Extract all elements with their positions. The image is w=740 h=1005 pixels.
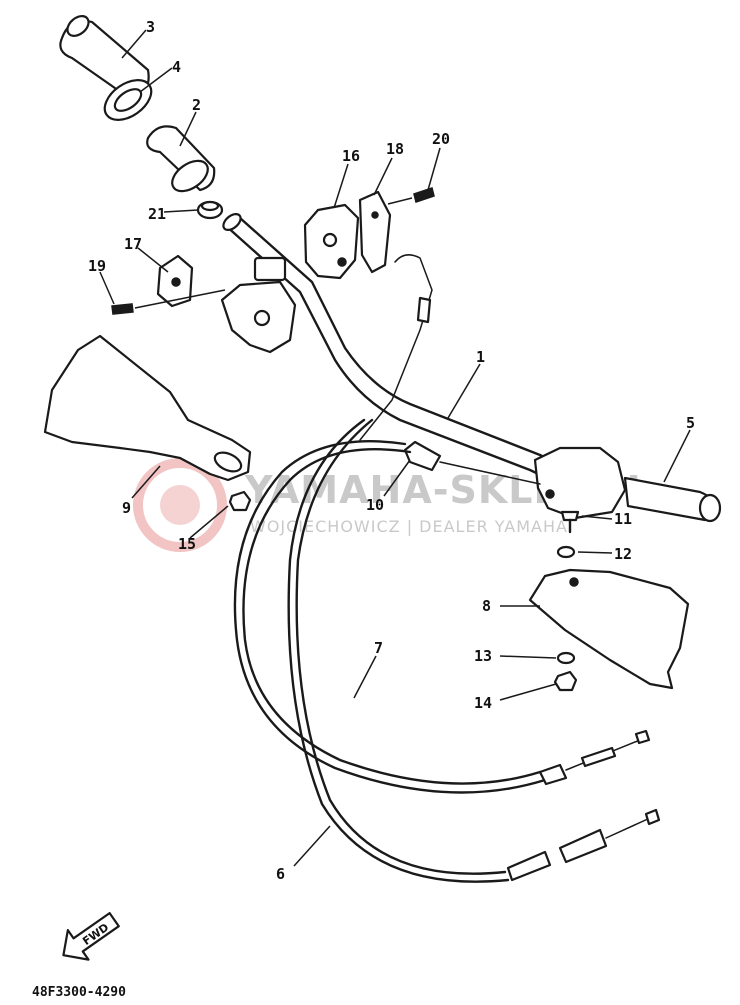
callout-11[interactable]: 11	[614, 510, 632, 528]
callout-1[interactable]: 1	[476, 348, 485, 366]
callout-18[interactable]: 18	[386, 140, 404, 158]
fwd-arrow: FWD	[62, 911, 120, 961]
callout-3[interactable]: 3	[146, 18, 155, 36]
callout-13[interactable]: 13	[474, 647, 492, 665]
callout-10[interactable]: 10	[366, 496, 384, 514]
watermark-sub-text: WOJCIECHOWICZ | DEALER YAMAHA	[250, 517, 568, 536]
diagram-code: 48F3300-4290	[32, 985, 126, 1000]
part-9-hand-guard-left[interactable]	[43, 334, 252, 482]
part-8-hand-guard-right[interactable]	[528, 568, 690, 690]
switch-connector	[416, 296, 432, 324]
callout-6[interactable]: 6	[276, 865, 285, 883]
callout-labels: 3 4 2 21 17 19 16 18 20 1 5 9 15 10 11 1…	[88, 18, 695, 883]
callout-12[interactable]: 12	[614, 545, 632, 563]
part-17-clamp[interactable]	[156, 254, 194, 308]
callout-2[interactable]: 2	[192, 96, 201, 114]
throttle-housing[interactable]	[220, 256, 297, 354]
part-11-bolt[interactable]	[560, 510, 580, 534]
callout-17[interactable]: 17	[124, 235, 142, 253]
part-19-screw[interactable]	[111, 289, 226, 315]
part-6-clutch-cable[interactable]	[287, 418, 661, 883]
part-18-clamp[interactable]	[358, 190, 392, 274]
part-13-washer[interactable]	[556, 651, 576, 665]
callout-7[interactable]: 7	[374, 639, 383, 657]
part-15-nut[interactable]	[228, 490, 252, 512]
callout-21[interactable]: 21	[148, 205, 166, 223]
part-14-nut[interactable]	[553, 670, 578, 692]
watermark-logo-center	[160, 485, 200, 525]
part-7-throttle-cable[interactable]	[233, 440, 651, 794]
part-2-throttle-sleeve[interactable]	[146, 125, 216, 197]
callout-4[interactable]: 4	[172, 58, 181, 76]
callout-9[interactable]: 9	[122, 499, 131, 517]
part-16-switch[interactable]	[303, 203, 360, 280]
switch-wire	[359, 254, 433, 441]
callout-8[interactable]: 8	[482, 597, 491, 615]
watermark-logo-ring	[133, 458, 227, 552]
callout-5[interactable]: 5	[686, 414, 695, 432]
part-21-collar[interactable]	[196, 200, 224, 220]
callout-20[interactable]: 20	[432, 130, 450, 148]
callout-16[interactable]: 16	[342, 147, 360, 165]
part-20-screw[interactable]	[387, 187, 435, 205]
part-5-grip-right[interactable]	[533, 446, 722, 523]
callout-15[interactable]: 15	[178, 535, 196, 553]
callout-14[interactable]: 14	[474, 694, 492, 712]
part-12-washer[interactable]	[556, 545, 576, 559]
leader-lines	[99, 29, 691, 867]
callout-19[interactable]: 19	[88, 257, 106, 275]
part-1-handlebar[interactable]	[220, 211, 567, 484]
part-10-adjuster[interactable]	[403, 440, 541, 485]
